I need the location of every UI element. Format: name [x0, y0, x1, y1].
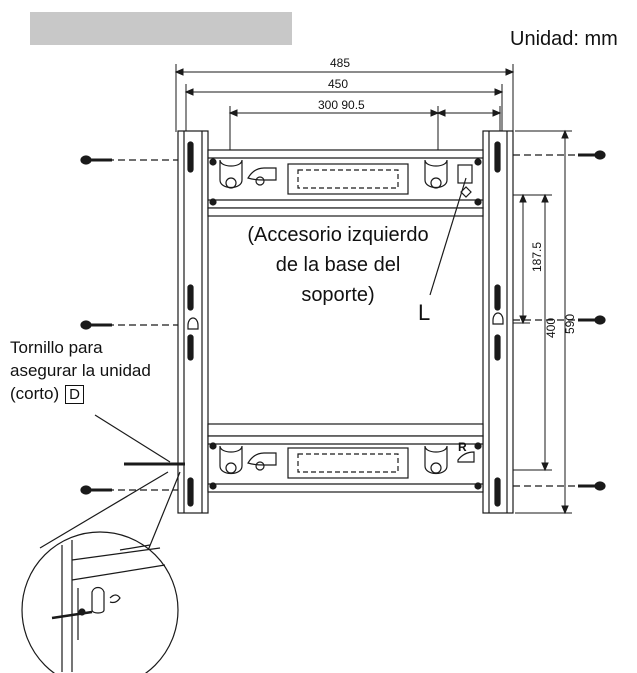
wall-screws	[80, 150, 606, 495]
screw-label-line: (corto) D	[10, 382, 200, 405]
dim-300-90-5: 300 90.5	[318, 98, 365, 112]
screw-label-line: asegurar la unidad	[10, 361, 151, 380]
screw-icon	[513, 150, 606, 160]
lower-bracket-letter: R	[458, 440, 467, 454]
side-letter-l: L	[418, 300, 431, 325]
securing-screw	[94, 414, 185, 466]
leader-line-l	[429, 177, 467, 296]
screw-icon	[513, 481, 606, 491]
screw-icon	[513, 315, 606, 325]
part-letter-box: D	[65, 385, 84, 404]
right-rail	[482, 130, 514, 514]
magnifier-callout	[21, 471, 181, 673]
top-bracket	[207, 149, 484, 217]
unit-label: Unidad: mm	[510, 28, 618, 50]
screw-icon	[80, 320, 178, 330]
dim-590: 590	[563, 314, 577, 334]
header-bar	[30, 12, 292, 45]
screw-label: Tornillo para asegurar la unidad (corto)…	[10, 336, 200, 405]
accessory-label: (Accesorio izquierdo de la base del sopo…	[218, 220, 458, 310]
top-dimensions	[174, 64, 515, 160]
screw-icon	[80, 155, 178, 165]
left-rail	[177, 130, 209, 514]
screw-label-line: Tornillo para	[10, 338, 103, 357]
dim-400: 400	[544, 318, 558, 338]
dim-485: 485	[330, 56, 350, 70]
accessory-label-line: (Accesorio izquierdo	[247, 224, 429, 246]
screw-label-size: (corto)	[10, 384, 60, 403]
accessory-label-line: de la base del	[275, 254, 401, 276]
screw-icon	[80, 485, 178, 495]
dim-450: 450	[328, 77, 348, 91]
accessory-label-line: soporte)	[301, 284, 375, 306]
dim-187-5: 187.5	[530, 242, 544, 272]
bottom-bracket	[207, 423, 484, 493]
